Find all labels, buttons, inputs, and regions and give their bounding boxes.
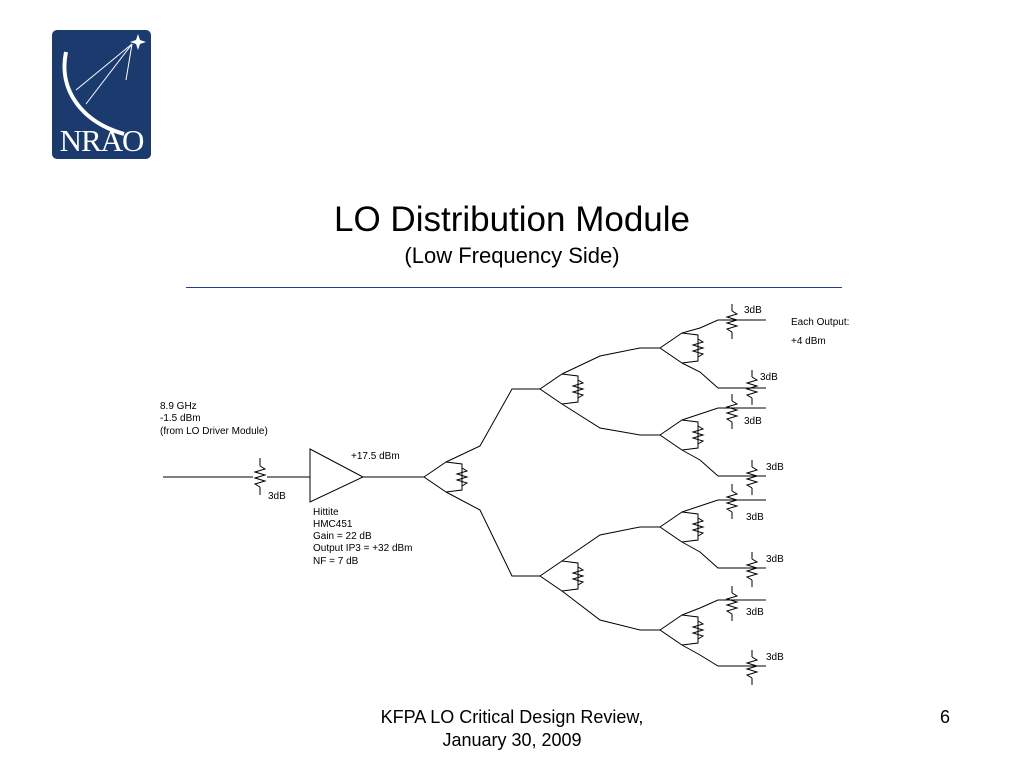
lo-distribution-schematic <box>163 304 766 685</box>
output-attenuator-7 <box>725 586 739 621</box>
output-attenuator-3 <box>725 394 739 429</box>
splitter-stage1 <box>423 388 540 577</box>
output-attenuator-label-1: 3dB <box>744 305 762 316</box>
splitter-stage3-4 <box>659 599 766 667</box>
splitter-stage3-1 <box>659 319 766 389</box>
radio-telescope-emblem <box>62 34 146 136</box>
input-frequency-label: 8.9 GHz <box>160 401 197 412</box>
splitter-stage3-2 <box>659 407 766 477</box>
input-power-label: -1.5 dBm <box>160 413 201 424</box>
logo-wordmark: NRAO <box>59 123 145 158</box>
footer-date: January 30, 2009 <box>442 730 582 750</box>
splitter-stage3-3 <box>659 499 766 569</box>
output-attenuator-label-7: 3dB <box>746 607 764 618</box>
output-attenuator-label-5: 3dB <box>746 512 764 523</box>
amplifier-triangle <box>309 448 424 503</box>
input-attenuator <box>253 458 267 495</box>
amp-spec-nf: NF = 7 dB <box>313 556 359 567</box>
output-attenuator-6 <box>745 552 759 587</box>
amp-spec-maker: Hittite <box>313 507 339 518</box>
title-divider <box>186 287 842 288</box>
output-attenuator-4 <box>745 460 759 495</box>
amp-output-level-label: +17.5 dBm <box>351 451 400 462</box>
input-attenuator-label: 3dB <box>268 491 286 502</box>
amp-spec-gain: Gain = 22 dB <box>313 531 372 542</box>
slide-title: LO Distribution Module <box>334 200 690 239</box>
amp-spec-part: HMC451 <box>313 519 353 530</box>
output-attenuator-label-8: 3dB <box>766 652 784 663</box>
output-attenuator-label-6: 3dB <box>766 554 784 565</box>
amp-spec-ip3: Output IP3 = +32 dBm <box>313 543 413 554</box>
each-output-level: +4 dBm <box>791 336 826 347</box>
output-attenuator-label-3: 3dB <box>744 416 762 427</box>
splitter-stage2-lower <box>539 526 660 631</box>
footer-event: KFPA LO Critical Design Review, <box>380 707 644 727</box>
page-number: 6 <box>940 707 951 727</box>
each-output-label: Each Output: <box>791 317 850 328</box>
output-attenuator-label-2: 3dB <box>760 372 778 383</box>
output-attenuator-1 <box>725 304 739 339</box>
slide-footer: KFPA LO Critical Design Review, January … <box>312 706 712 752</box>
nrao-logo: NRAO <box>52 30 151 159</box>
output-attenuator-5 <box>725 484 739 519</box>
input-source-label: (from LO Driver Module) <box>160 426 268 437</box>
output-attenuator-label-4: 3dB <box>766 462 784 473</box>
splitter-stage2-upper <box>539 347 660 436</box>
output-attenuator-8 <box>745 650 759 685</box>
output-attenuator-2 <box>745 370 759 405</box>
slide-subtitle: (Low Frequency Side) <box>404 243 620 268</box>
